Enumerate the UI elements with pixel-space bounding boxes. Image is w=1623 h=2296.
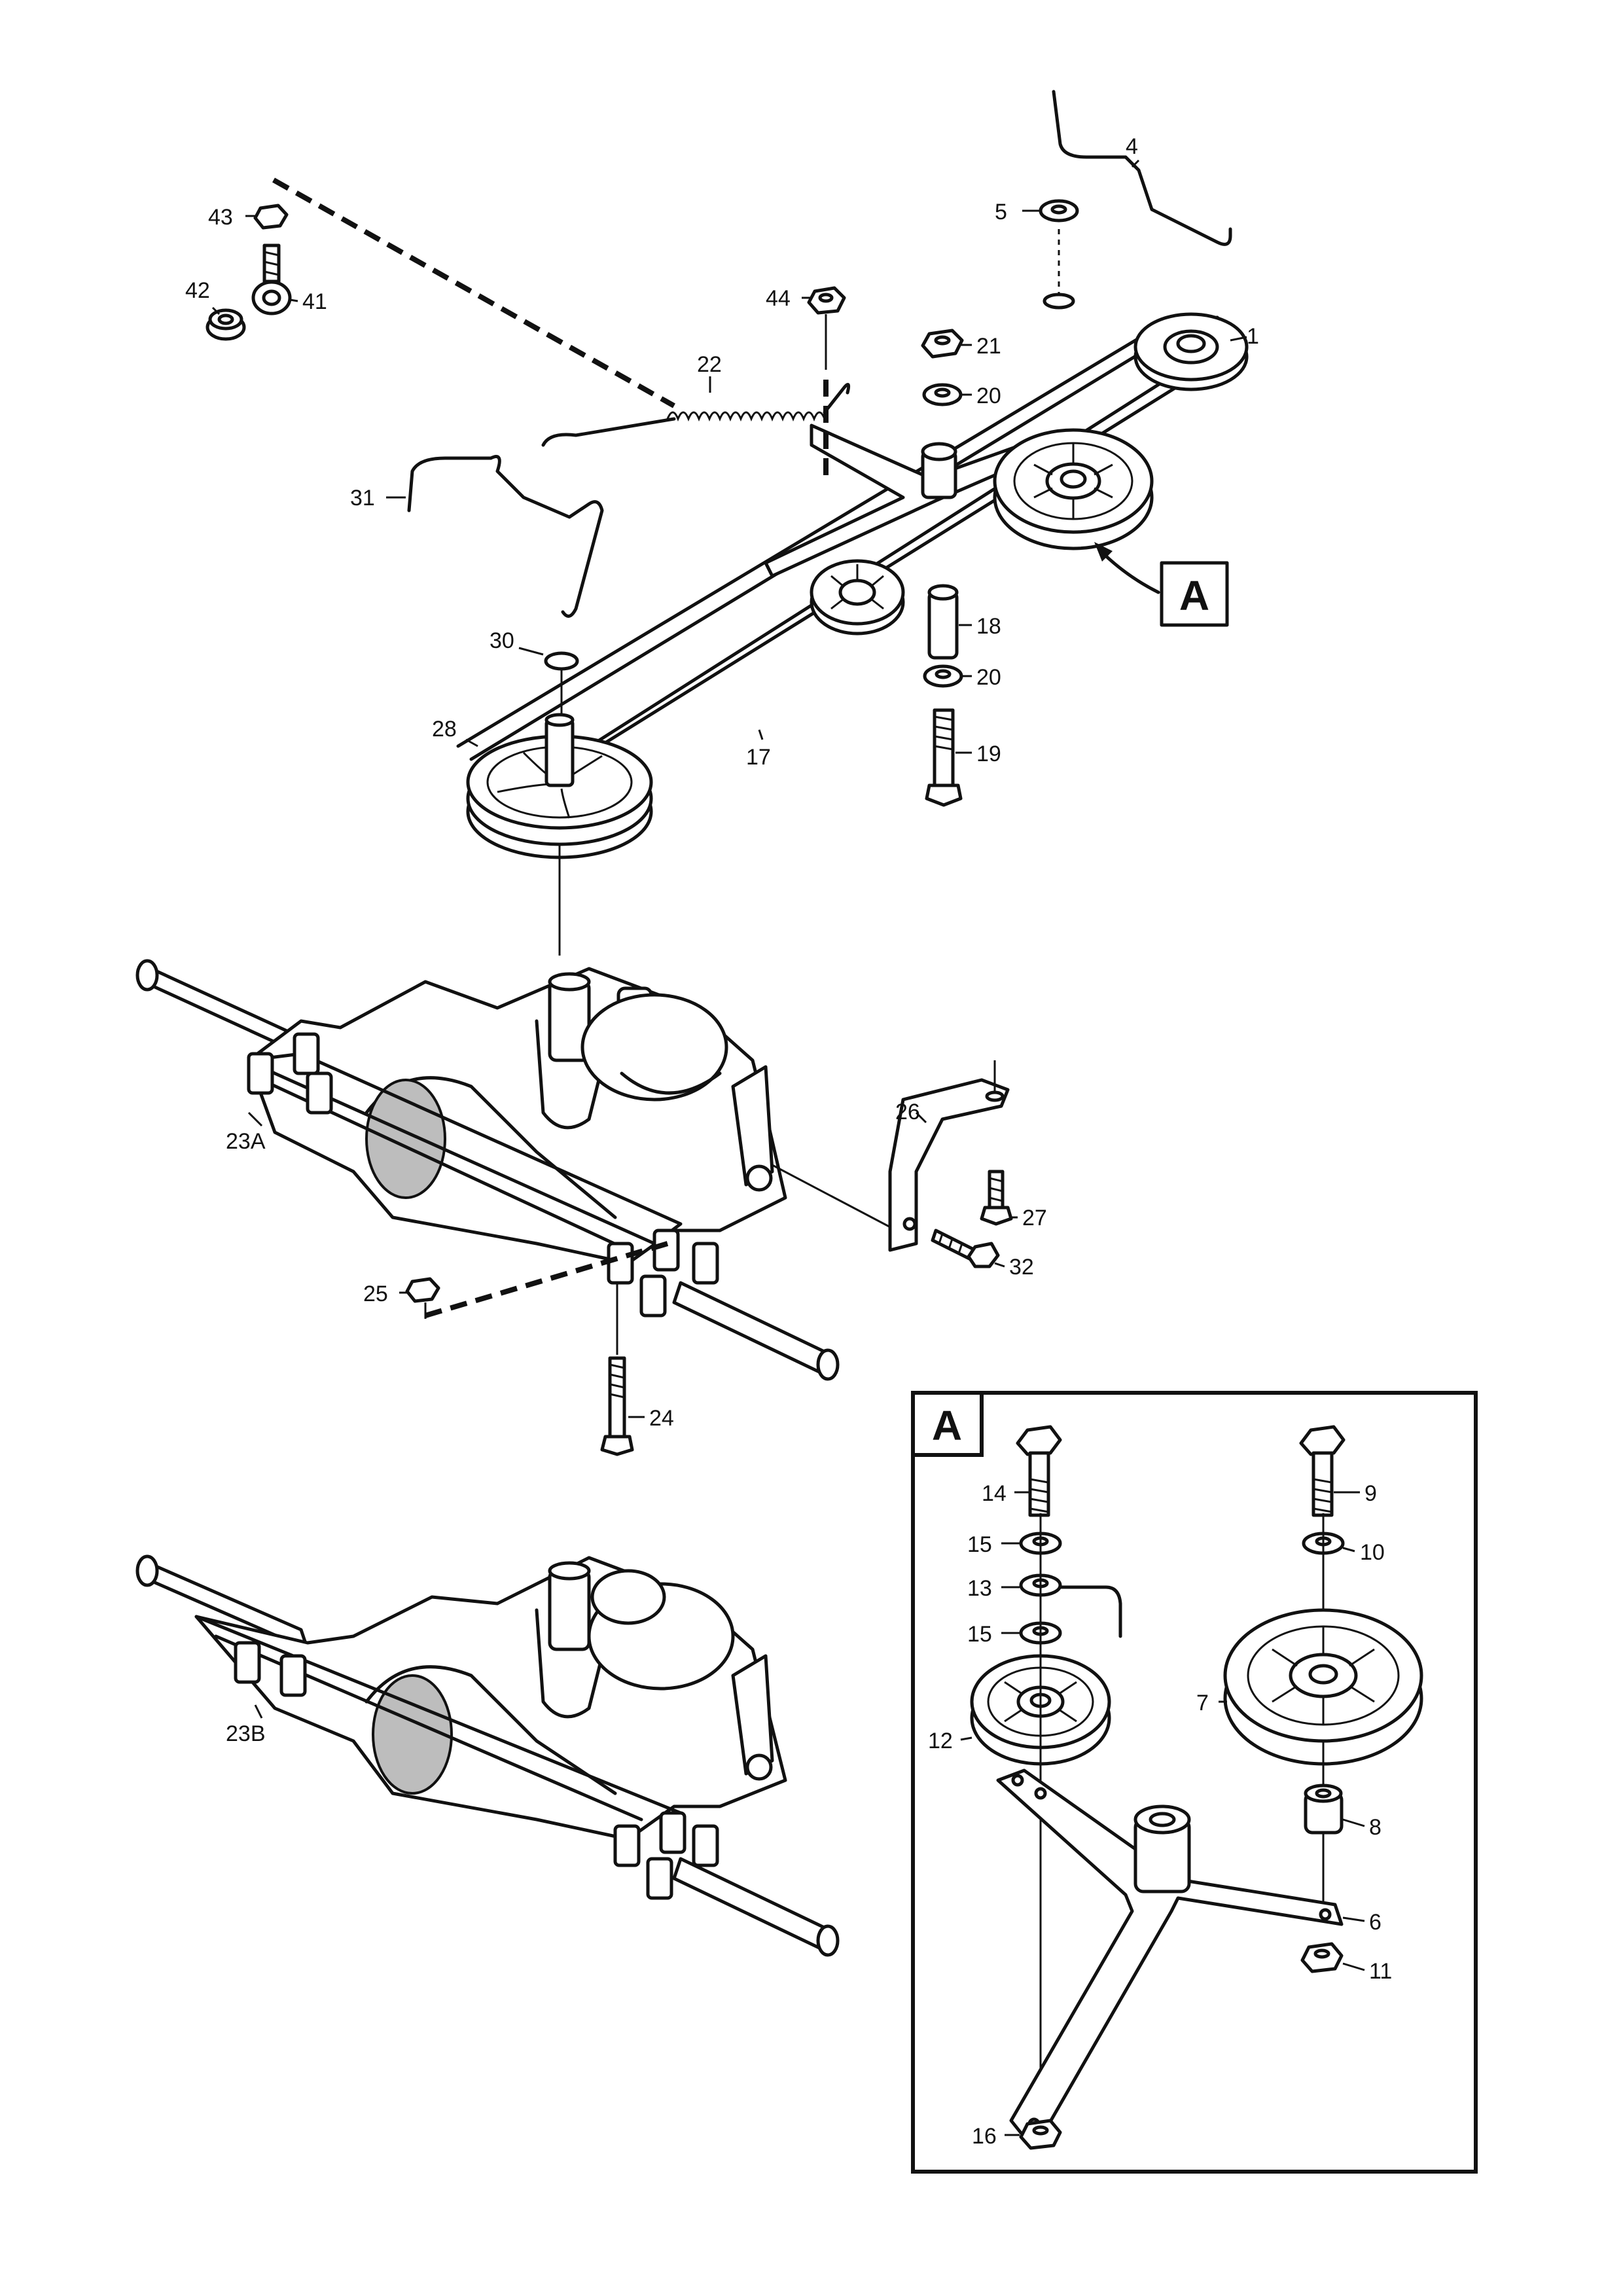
nut-11	[1300, 1942, 1344, 1973]
bolt-32	[931, 1229, 1000, 1268]
callout-42: 42	[185, 278, 210, 303]
bushing-42	[205, 308, 246, 341]
callout-19: 19	[976, 742, 1001, 766]
callout-23a: 23A	[226, 1129, 266, 1154]
washer-5	[1039, 199, 1079, 223]
callout-1: 1	[1247, 324, 1259, 349]
transmission-23a	[135, 959, 840, 1381]
callout-15-top: 15	[967, 1532, 992, 1557]
drive-pulley-28	[466, 713, 653, 859]
callout-9: 9	[1364, 1481, 1377, 1506]
pulley-1	[1133, 312, 1249, 391]
callout-13: 13	[967, 1576, 992, 1601]
detail-a-marker: A	[1094, 542, 1229, 627]
callout-20-top: 20	[976, 384, 1001, 408]
callout-20-bottom: 20	[976, 665, 1001, 690]
bolt-24	[600, 1356, 634, 1456]
idler-bracket	[764, 423, 1036, 578]
callout-7: 7	[1196, 1691, 1209, 1715]
callout-21: 21	[976, 334, 1001, 359]
bolt-27	[980, 1170, 1013, 1226]
idler-pulley-small-top	[810, 559, 905, 636]
callout-43: 43	[208, 205, 233, 230]
bracket-26	[888, 1060, 1010, 1252]
idler-pulley-large-top	[993, 428, 1154, 550]
nut-16	[1019, 2119, 1062, 2150]
callout-4: 4	[1126, 134, 1138, 159]
callout-labels: 1 4 5 21 20 44 22 43 42 41 31 30 18 20 1…	[185, 134, 1392, 2149]
callout-44: 44	[766, 286, 791, 311]
bolt-9	[1299, 1425, 1346, 1517]
callout-11: 11	[1369, 1959, 1392, 1984]
spacer-18	[927, 584, 959, 660]
washer-20-top	[922, 383, 963, 406]
callout-28: 28	[432, 717, 457, 742]
idler-bracket-6	[996, 1768, 1344, 2139]
nut-43	[253, 204, 289, 230]
transmission-23b	[135, 1554, 840, 1957]
callout-27: 27	[1022, 1206, 1047, 1230]
callout-14: 14	[982, 1481, 1007, 1506]
eyebolt-41	[251, 243, 292, 315]
idler-pulley-7	[1223, 1608, 1423, 1766]
bolt-19	[925, 708, 963, 807]
callout-18: 18	[976, 614, 1001, 639]
callout-17: 17	[746, 745, 771, 770]
callout-6: 6	[1369, 1910, 1382, 1935]
detail-a-marker-label: A	[1179, 572, 1209, 619]
bolt-14	[1016, 1425, 1062, 1517]
lock-washer-30	[544, 651, 579, 671]
spring-22	[541, 383, 851, 447]
detail-a-box: A	[911, 1391, 1478, 2174]
callout-23b: 23B	[226, 1721, 266, 1746]
rod-31	[407, 455, 604, 618]
callout-12: 12	[928, 1729, 953, 1753]
detail-a-box-label: A	[932, 1402, 962, 1449]
callout-8: 8	[1369, 1815, 1382, 1840]
washer-20-bottom	[923, 664, 963, 688]
nut-21	[921, 329, 964, 359]
callout-41: 41	[302, 289, 327, 314]
spacer-8	[1304, 1784, 1344, 1835]
callout-22: 22	[697, 352, 722, 377]
leader-lines	[211, 159, 1365, 2136]
callout-16: 16	[972, 2124, 997, 2149]
callout-15-bottom: 15	[967, 1622, 992, 1647]
callout-30: 30	[490, 628, 514, 653]
nut-25	[405, 1277, 440, 1303]
callout-31: 31	[350, 486, 375, 511]
rod-4	[1052, 90, 1232, 246]
callout-10: 10	[1360, 1540, 1385, 1565]
nut-44	[807, 286, 846, 315]
callout-26: 26	[895, 1100, 920, 1124]
callout-24: 24	[649, 1406, 674, 1431]
callout-5: 5	[995, 200, 1007, 224]
callout-32: 32	[1009, 1255, 1034, 1280]
callout-25: 25	[363, 1282, 388, 1306]
